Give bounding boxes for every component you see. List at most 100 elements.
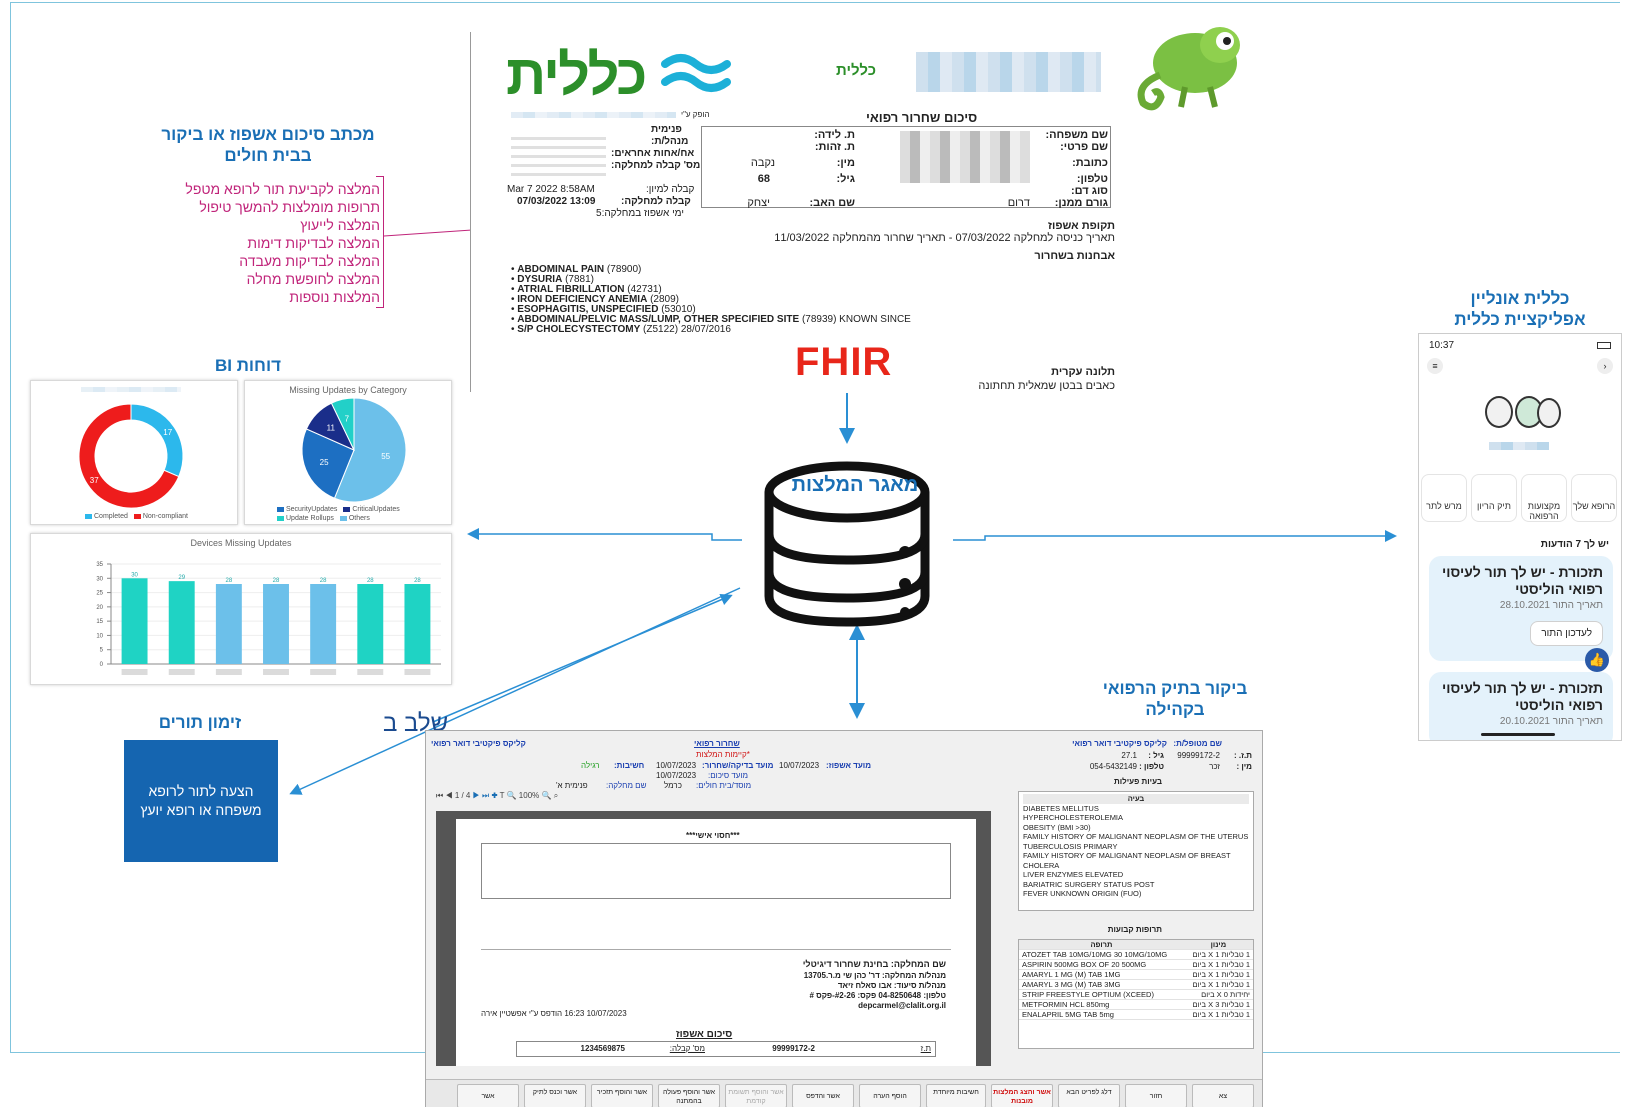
approve-add-previous-button[interactable]: אשר והוסף תשומת קודמת xyxy=(725,1084,787,1107)
check-label: מועד בדיקה/שחרור: xyxy=(702,761,774,770)
pie-legend: SecurityUpdates CriticalUpdates Update R… xyxy=(273,505,443,523)
approve-show-recommendations-button[interactable]: אשר והצג המלצות מובנות xyxy=(991,1084,1053,1107)
diagnoses-list: ABDOMINAL PAIN (78900) DYSURIA (7881) AT… xyxy=(511,265,911,335)
recommendations-exist: *קיימות המלצות xyxy=(696,750,750,759)
dept-label: שם מחלקה: xyxy=(606,781,647,790)
skip-button[interactable]: דלג לפריט הבא xyxy=(1058,1084,1120,1107)
app-icon-medical-specialties[interactable]: מקצועות הרפואה xyxy=(1521,474,1567,522)
label-phone: טלפון: xyxy=(1076,173,1108,185)
zoom-level[interactable]: 100% xyxy=(518,791,540,800)
personal-confidential: ***חסוי אישי*** xyxy=(686,831,740,840)
meds-col-dose: מינון xyxy=(1183,940,1253,950)
prev-page-icon[interactable]: ◀ xyxy=(445,791,453,800)
clalit-app-screenshot: 10:37 ≡ › הרופא שלך מקצועות הרפואה תיק ה… xyxy=(1418,333,1622,741)
battery-icon xyxy=(1597,342,1611,349)
donut-label: 17 xyxy=(163,428,172,437)
db-to-app-arrow xyxy=(953,530,1397,542)
id-row-label: ת.ז xyxy=(920,1044,931,1053)
last-page-icon[interactable]: ⏭ xyxy=(482,791,490,800)
period-label: תקופת אשפוז xyxy=(1048,220,1115,232)
bar xyxy=(357,584,384,664)
exit-button[interactable]: צא xyxy=(1192,1084,1254,1107)
back-button[interactable]: חזור xyxy=(1125,1084,1187,1107)
dept-head: מנהל/ת המחלקה: דר' כהן שי מ.ר.13705 xyxy=(803,971,946,980)
add-note-button[interactable]: הוסף הערה xyxy=(859,1084,921,1107)
pie-label: 7 xyxy=(345,415,350,424)
discharge-link[interactable]: שחרור רפואי xyxy=(694,739,740,748)
first-page-icon[interactable]: ⏮ xyxy=(436,791,444,800)
pie-slice xyxy=(301,428,355,499)
clalit-sublogo: כללית xyxy=(836,62,876,79)
pdf-page: ***חסוי אישי*** שם המחלקה: בחינת שחרור ד… xyxy=(456,819,976,1066)
app-icon-prescriptions[interactable]: מרש לתר xyxy=(1421,474,1467,522)
id-value: 99999172-2 xyxy=(1177,751,1220,760)
redacted-user-name xyxy=(1489,442,1549,450)
approve-add-pending-button[interactable]: אשר והוסף פעולה בהמתנה xyxy=(658,1084,720,1107)
id-row-value: 99999172-2 xyxy=(772,1044,815,1053)
redacted-x-label xyxy=(404,669,431,675)
thumbs-up-icon[interactable]: 👍 xyxy=(1585,648,1609,672)
recommendation-item: המלצה לייעוץ xyxy=(300,217,380,233)
menu-icon[interactable]: ≡ xyxy=(1427,358,1443,374)
approve-add-reminder-button[interactable]: אשר והוסף תזכיר xyxy=(591,1084,653,1107)
pdf-viewer[interactable]: ***חסוי אישי*** שם המחלקה: בחינת שחרור ד… xyxy=(436,811,991,1066)
patient-box: שם משפחה: שם פרטי: כתובת: טלפון: סוג דם:… xyxy=(701,126,1111,209)
dept-value: פנימית א' xyxy=(556,781,588,790)
add-icon[interactable]: ✚ xyxy=(491,791,498,800)
bar-value-label: 29 xyxy=(178,575,185,581)
value-age: 68 xyxy=(757,173,770,185)
clinic-name-left: קליקס פיקטיבי דואר רפואי xyxy=(431,739,526,748)
app-icon-pregnancy[interactable]: תיק הריון xyxy=(1471,474,1517,522)
binoculars-icon[interactable]: ⌕ xyxy=(553,791,559,800)
diagnoses-label: אבחנות בשחרור xyxy=(1034,250,1115,262)
update-appointment-button[interactable]: לעדכון התור xyxy=(1530,621,1603,646)
reminder-card[interactable]: תזכורת - יש לך תור לעיסוי רפואי הוליסטי … xyxy=(1429,672,1613,740)
approve-enter-file-button[interactable]: אשר וכנס לתיק xyxy=(524,1084,586,1107)
diagnosis-item: S/P CHOLECYSTECTOMY (Z5122) 28/07/2016 xyxy=(511,325,911,335)
label-birth-date: ת. לידה: xyxy=(814,129,855,141)
text-tool-icon[interactable]: T xyxy=(499,791,505,800)
zoom-out-icon[interactable]: 🔍 xyxy=(541,791,552,800)
value-region: דרום xyxy=(1007,197,1030,209)
diagnosis-item: DYSURIA (7881) xyxy=(511,275,911,285)
recommendation-item: המלצה לחופשת מחלה xyxy=(246,271,380,287)
permanent-meds-panel[interactable]: תרופה מינון ATOZET TAB 10MG/10MG 30 10MG… xyxy=(1018,939,1254,1049)
next-page-icon[interactable]: ▶ xyxy=(472,791,480,800)
messages-count: יש לך 7 הודעות xyxy=(1540,539,1609,550)
emr-visit-title: ביקור בתיק הרפואי בקהילה xyxy=(1102,679,1248,719)
urgency-label: חשיבות: xyxy=(614,761,645,770)
redacted-banner xyxy=(916,52,1101,92)
meds-title: תרופות קבועות xyxy=(1107,925,1162,934)
app-icon-your-doctor[interactable]: הרופא שלך xyxy=(1571,474,1617,522)
emr-to-db-arrow xyxy=(432,593,733,723)
active-problems-panel[interactable]: בעיה DIABETES MELLITUS HYPERCHOLESTEROLE… xyxy=(1018,791,1254,911)
bar-value-label: 30 xyxy=(131,572,138,578)
problem-row: FAMILY HISTORY OF MALIGNANT NEOPLASM OF … xyxy=(1023,832,1249,841)
bar-y-tick-label: 5 xyxy=(100,648,104,654)
database-icon xyxy=(764,461,930,627)
pie-label: 25 xyxy=(320,458,329,467)
med-row: STRIP FREESTYLE OPTIUM (XCEED)יחידות X 0… xyxy=(1019,989,1253,1000)
summary-date: 10/07/2023 xyxy=(656,771,697,780)
reminder-card[interactable]: תזכורת - יש לך תור לעיסוי רפואי הוליסטי … xyxy=(1429,556,1613,661)
zoom-in-icon[interactable]: 🔍 xyxy=(506,791,517,800)
approve-button[interactable]: אשר xyxy=(457,1084,519,1107)
chevron-right-icon[interactable]: › xyxy=(1597,358,1613,374)
bar xyxy=(404,584,431,664)
special-importance-checkbox[interactable]: חשיבות מיוחדת xyxy=(926,1084,986,1107)
frame-left-line xyxy=(10,2,11,1052)
field-hospital-days: ימי אשפוז במחלקה:5 xyxy=(596,208,684,219)
problem-row: TUBERCULOSIS PRIMARY xyxy=(1023,841,1118,851)
pdf-toolbar: ⏮ ◀ 1 / 4 ▶ ⏭ ✚ T 🔍 100% 🔍 ⌕ xyxy=(436,791,996,809)
pie-slice xyxy=(333,397,407,503)
bar xyxy=(168,581,195,664)
check-date: 10/07/2023 xyxy=(656,761,697,770)
recommendations-list: המלצה לקביעת תור לרופא מטפל תרופות מומלצ… xyxy=(130,180,380,306)
phone-time: 10:37 xyxy=(1429,340,1455,351)
redacted-x-label xyxy=(310,669,337,675)
approve-print-button[interactable]: אשר והדפס xyxy=(792,1084,854,1107)
bar-y-tick-label: 35 xyxy=(96,562,103,568)
